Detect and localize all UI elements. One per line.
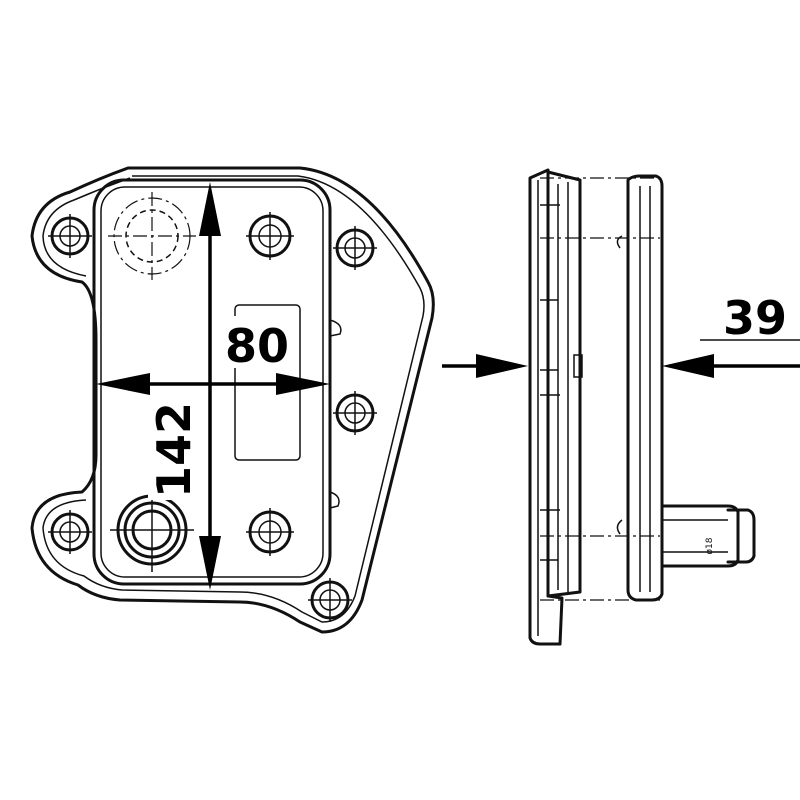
side-view: ø18 39: [442, 168, 800, 646]
side-cover-plate: [626, 174, 664, 602]
width-dimension-label: 80: [225, 319, 289, 373]
bolt-hole-bottom-left: [48, 510, 92, 554]
height-dimension-label: 142: [147, 402, 201, 498]
bolt-hole-top-inner: [246, 212, 294, 260]
inlet-port-top: [108, 192, 196, 280]
front-view: 80 142: [30, 166, 435, 634]
outlet-port-bottom: [110, 488, 194, 572]
bolt-hole-right-middle: [333, 391, 377, 435]
bolt-hole-bottom-right: [308, 578, 352, 622]
cooler-body: [92, 178, 332, 586]
width-dimension: [96, 373, 330, 395]
side-outlet-fitting: ø18: [660, 504, 756, 568]
bolt-hole-bottom-inner: [246, 508, 294, 556]
side-core-body: [546, 170, 582, 598]
side-base-plate: [528, 168, 564, 646]
height-dimension: [199, 182, 221, 590]
fitting-label: ø18: [705, 537, 715, 554]
depth-dimension-label: 39: [723, 291, 787, 345]
mounting-plate-outline: [30, 166, 435, 634]
bolt-hole-top-left: [48, 214, 92, 258]
depth-dimension: [442, 339, 800, 378]
bolt-hole-right-top: [333, 226, 377, 270]
mounting-plate-inner-outline: [42, 175, 425, 623]
